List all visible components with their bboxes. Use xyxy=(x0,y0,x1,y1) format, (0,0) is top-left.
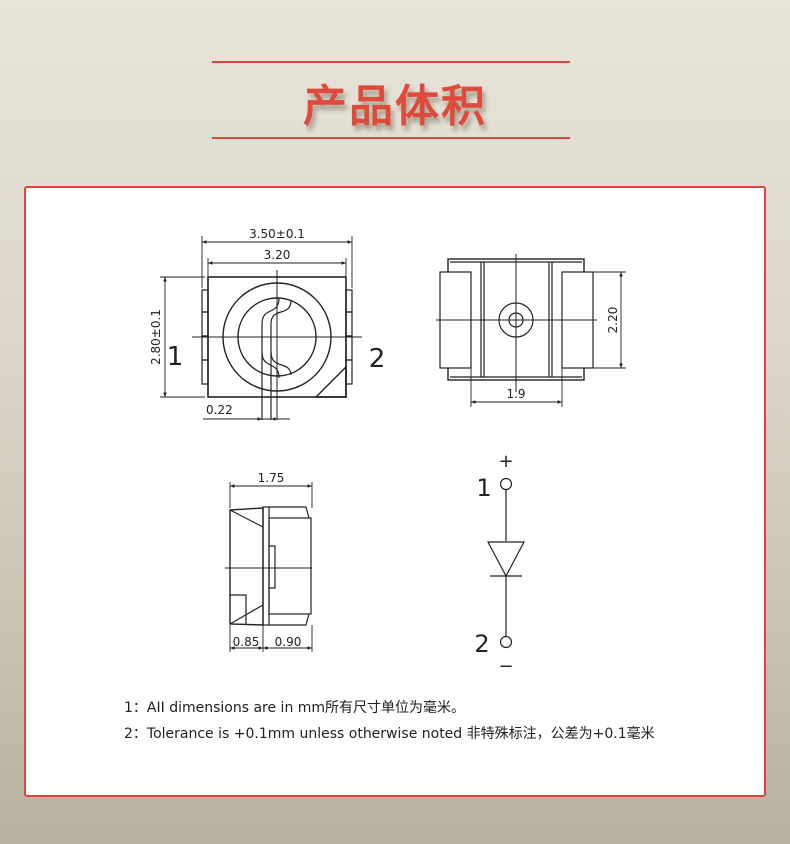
bottom-view xyxy=(436,254,626,407)
diode-schematic xyxy=(487,477,525,649)
anode-sign: + xyxy=(498,451,513,472)
dim-side-total: 1.75 xyxy=(258,471,285,485)
page-title: 产品体积 xyxy=(303,81,487,132)
dim-overall-width: 3.50±0.1 xyxy=(249,227,305,241)
pin-label-2: 2 xyxy=(369,344,386,374)
title-rule-top xyxy=(212,61,570,63)
dim-body-width: 3.20 xyxy=(264,248,291,262)
note-2: 2：Tolerance is +0.1mm unless otherwise n… xyxy=(124,726,655,742)
note-1: 1：AII dimensions are in mm所有尺寸单位为毫米。 xyxy=(124,700,466,716)
dim-pad-height: 2.20 xyxy=(606,307,620,334)
drawing-frame xyxy=(24,186,766,797)
dim-lead-gap: 0.22 xyxy=(206,403,233,417)
dim-side-right: 0.90 xyxy=(275,635,302,649)
cathode-pin-label: 2 xyxy=(474,630,489,658)
title-rule-bottom xyxy=(212,137,570,139)
dim-side-left: 0.85 xyxy=(233,635,260,649)
pin-label-1: 1 xyxy=(167,342,184,372)
dim-height: 2.80±0.1 xyxy=(149,309,163,365)
dim-pad-gap: 1.9 xyxy=(506,387,525,401)
top-view xyxy=(160,236,362,421)
side-view xyxy=(225,482,313,652)
anode-pin-label: 1 xyxy=(476,474,491,502)
cathode-sign: − xyxy=(498,656,513,677)
